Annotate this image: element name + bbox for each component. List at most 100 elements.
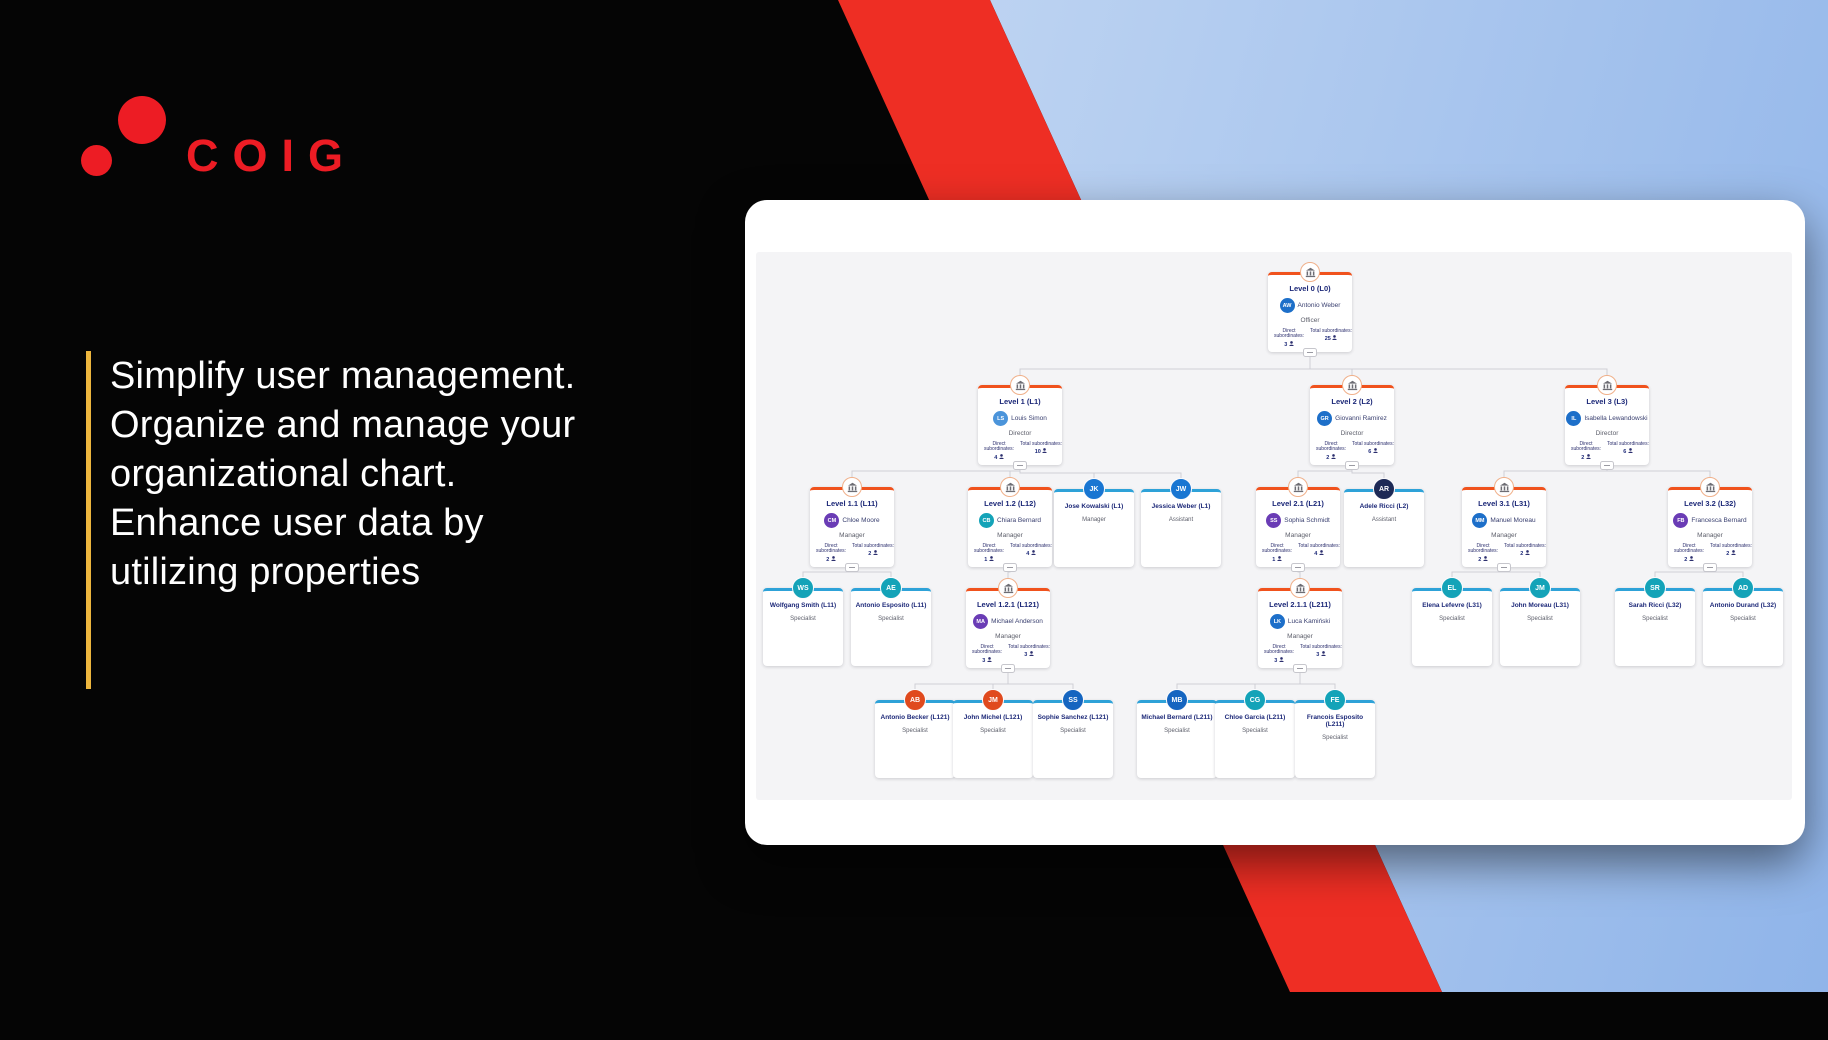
org-unit-title: Level 1 (L1) [999, 397, 1041, 406]
direct-subordinates-count: 2 [1684, 556, 1688, 563]
unit-manager-name: Michael Anderson [991, 618, 1043, 625]
total-subordinates-label: Total subordinates: [1010, 542, 1052, 549]
expand-toggle[interactable] [1291, 563, 1305, 572]
direct-subordinates-count: 2 [1478, 556, 1482, 563]
expand-toggle[interactable] [1600, 461, 1614, 470]
expand-toggle[interactable] [1293, 664, 1307, 673]
role-label: Specialist [1642, 616, 1668, 622]
subordinate-person-icon [1332, 335, 1338, 342]
total-subordinates-value: 6 [1607, 448, 1649, 455]
role-label: Manager [1285, 532, 1311, 539]
direct-subordinates-value: 3 [1268, 341, 1310, 348]
total-subordinates-label: Total subordinates: [1607, 440, 1649, 447]
total-subordinates-label: Total subordinates: [1020, 440, 1062, 447]
role-label: Specialist [1164, 728, 1190, 734]
expand-toggle[interactable] [1013, 461, 1027, 470]
total-subordinates-count: 4 [1314, 550, 1318, 557]
total-subordinates: Total subordinates:4 [1010, 542, 1052, 564]
logo-wordmark: COIG [186, 130, 358, 181]
direct-subordinates-label: Direct subordinates: [1273, 327, 1305, 340]
org-unit-title: Level 3.1 (L31) [1478, 499, 1530, 508]
org-unit-building-icon [1010, 375, 1030, 395]
direct-subordinates-count: 2 [826, 556, 830, 563]
avatar: GR [1317, 411, 1333, 426]
person-name: Antonio Durand (L32) [1709, 602, 1777, 609]
expand-toggle[interactable] [1003, 563, 1017, 572]
avatar: WS [792, 577, 814, 599]
direct-subordinates-label: Direct subordinates: [1261, 542, 1293, 555]
subordinate-person-icon [999, 454, 1004, 461]
role-label: Specialist [790, 616, 816, 622]
total-subordinates: Total subordinates:6 [1352, 441, 1394, 462]
expand-toggle[interactable] [1703, 563, 1717, 572]
org-unit-building-icon [1288, 477, 1308, 497]
expand-toggle[interactable] [845, 563, 859, 572]
unit-manager-name: Giovanni Ramirez [1335, 415, 1387, 422]
unit-manager-name: Luca Kamiński [1287, 618, 1331, 625]
role-label: Manager [1697, 532, 1723, 539]
subordinate-person-icon [1321, 651, 1326, 658]
unit-manager-name: Chiara Bernard [996, 517, 1042, 524]
unit-manager-name: Louis Simon [1011, 415, 1047, 422]
expand-toggle[interactable] [1497, 563, 1511, 572]
direct-subordinates-label: Direct subordinates: [971, 643, 1003, 656]
direct-subordinates-value: 4 [978, 454, 1020, 461]
expand-toggle[interactable] [1303, 348, 1317, 357]
total-subordinates-value: 25 [1310, 335, 1352, 342]
direct-subordinates: Direct subordinates:2 [1668, 543, 1710, 564]
total-subordinates-value: 4 [1298, 550, 1340, 557]
role-label: Director [1008, 430, 1032, 437]
expand-toggle[interactable] [1345, 461, 1359, 470]
direct-subordinates-label: Direct subordinates: [983, 440, 1015, 453]
person-name: Michael Bernard (L211) [1141, 714, 1213, 721]
subordinate-person-icon [987, 657, 992, 664]
direct-subordinates-count: 2 [1581, 454, 1585, 461]
total-subordinates-value: 3 [1008, 651, 1050, 658]
direct-subordinates: Direct subordinates:3 [1258, 644, 1300, 665]
avatar: JM [1529, 577, 1551, 599]
total-subordinates-count: 10 [1034, 448, 1041, 455]
direct-subordinates-label: Direct subordinates: [1467, 542, 1499, 555]
role-label: Manager [995, 633, 1021, 640]
headline-text: Simplify user management. Organize and m… [110, 355, 576, 593]
org-unit-title: Level 0 (L0) [1289, 284, 1331, 293]
direct-subordinates: Direct subordinates:1 [1256, 542, 1298, 564]
direct-subordinates-value: 2 [810, 556, 852, 563]
subordinate-person-icon [1289, 341, 1294, 348]
direct-subordinates-count: 2 [1326, 454, 1330, 461]
total-subordinates-label: Total subordinates: [1710, 542, 1752, 549]
expand-toggle[interactable] [1001, 664, 1015, 673]
avatar: CG [1244, 689, 1266, 711]
